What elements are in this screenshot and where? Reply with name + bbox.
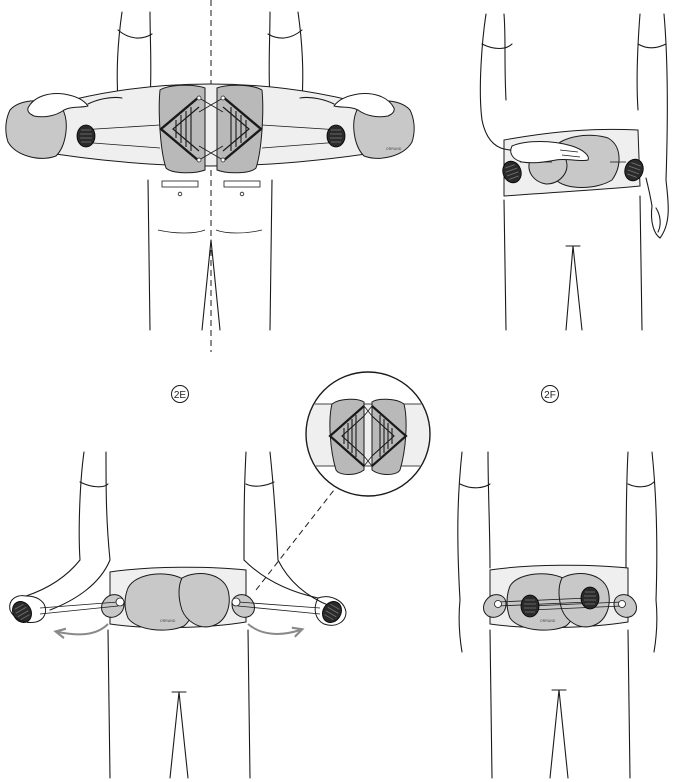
rotation-arrow-icon bbox=[247, 623, 300, 634]
svg-text:ORRAND: ORRAND bbox=[540, 619, 556, 623]
zoom-callout-icon bbox=[305, 371, 431, 497]
callout-leader bbox=[255, 489, 335, 591]
panel-bottom-left: ORRAND bbox=[8, 451, 347, 779]
step-label-2e: 2E bbox=[171, 385, 189, 403]
belt-brand-text: ORRAND bbox=[386, 147, 402, 151]
tension-knob-icon bbox=[76, 124, 96, 148]
svg-text:2F: 2F bbox=[544, 390, 556, 401]
tension-knob-icon bbox=[326, 124, 346, 148]
panel-top-right bbox=[479, 13, 669, 331]
right-back-panel bbox=[216, 84, 264, 174]
panel-top-left: ORRAND bbox=[5, 0, 415, 352]
left-back-panel bbox=[158, 84, 206, 174]
step-label-2f: 2F bbox=[541, 385, 559, 403]
tension-knob-icon bbox=[520, 594, 540, 618]
svg-text:ORRAND: ORRAND bbox=[160, 619, 176, 623]
panel-bottom-right: ORRAND bbox=[457, 451, 658, 779]
tension-knob-icon bbox=[580, 586, 600, 610]
svg-text:2E: 2E bbox=[174, 390, 187, 401]
rotation-arrow-icon bbox=[58, 623, 109, 634]
